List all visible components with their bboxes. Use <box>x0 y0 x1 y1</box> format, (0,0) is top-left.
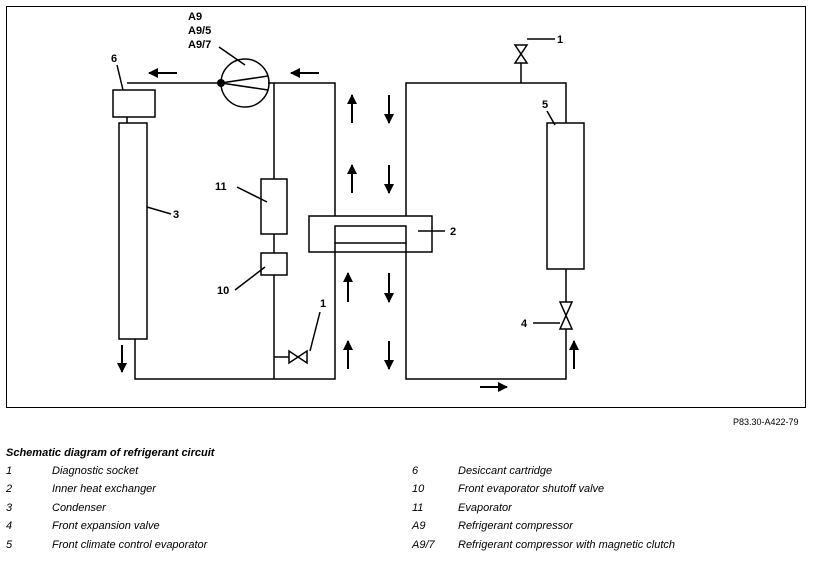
leader-11 <box>236 186 268 203</box>
legend-number: 2 <box>6 483 13 495</box>
label-11: 11 <box>215 181 227 193</box>
legend-text: Evaporator <box>458 502 512 514</box>
compressor-inner-lines <box>220 75 269 91</box>
legend-number: 11 <box>412 502 424 514</box>
label-10: 10 <box>217 285 229 297</box>
leader-10 <box>234 266 266 291</box>
leader-compressor <box>218 46 246 66</box>
reference-code: P83.30-A422-79 <box>733 417 799 427</box>
pipe-right-top <box>405 82 567 216</box>
legend-text: Front evaporator shutoff valve <box>458 483 605 495</box>
pipe-compressor-return <box>268 82 336 216</box>
legend-number: 5 <box>6 539 13 551</box>
evaporator <box>260 178 288 235</box>
pipe-right-bottom <box>405 243 567 380</box>
legend-text: Refrigerant compressor <box>458 520 573 532</box>
inner-heat-exchanger-outer <box>308 215 433 253</box>
legend-text: Inner heat exchanger <box>52 483 156 495</box>
refrigerant-circuit-diagram: A9 A9/5 A9/7 6 3 11 10 1 2 1 5 4 <box>6 6 806 408</box>
legend-number: A9/7 <box>412 539 435 551</box>
label-1-left: 1 <box>320 298 326 310</box>
label-6: 6 <box>111 53 117 65</box>
inner-heat-exchanger-inner <box>334 225 407 244</box>
legend-number: 6 <box>412 465 419 477</box>
legend-number: 3 <box>6 502 13 514</box>
diagram-caption: Schematic diagram of refrigerant circuit <box>6 447 215 459</box>
label-compressor-a97: A9/7 <box>188 39 211 51</box>
front-climate-control-evaporator <box>546 122 585 270</box>
compressor-icon <box>220 58 270 108</box>
legend-number: 4 <box>6 520 13 532</box>
label-3: 3 <box>173 209 179 221</box>
legend-text: Refrigerant compressor with magnetic clu… <box>458 539 676 551</box>
pipe-left-bottom <box>134 243 336 380</box>
leader-6 <box>116 64 124 91</box>
condenser <box>118 122 148 340</box>
legend-text: Front climate control evaporator <box>52 539 208 551</box>
label-1-right: 1 <box>557 34 563 46</box>
compressor-outlet-dot <box>217 79 225 87</box>
label-compressor-a9: A9 <box>188 11 202 23</box>
diagram-canvas: A9 A9/5 A9/7 6 3 11 10 1 2 1 5 4 <box>111 11 585 392</box>
legend-text: Diagnostic socket <box>52 465 139 477</box>
legend-number: 10 <box>412 483 425 495</box>
label-4: 4 <box>521 318 528 330</box>
diagnostic-socket-left-icon <box>288 349 308 365</box>
label-compressor-a95: A9/5 <box>188 25 211 37</box>
legend-number: A9 <box>412 520 426 532</box>
leader-5 <box>546 110 556 126</box>
leader-1-left <box>309 311 321 352</box>
label-5: 5 <box>542 99 548 111</box>
front-expansion-valve-icon <box>558 301 574 330</box>
front-evaporator-shutoff-valve <box>260 252 288 276</box>
legend-text: Front expansion valve <box>52 520 160 532</box>
desiccant-cartridge <box>112 89 156 118</box>
legend-text: Condenser <box>52 502 106 514</box>
legend-number: 1 <box>6 465 13 477</box>
leader-3 <box>146 206 172 215</box>
diagnostic-socket-right-icon <box>513 44 529 64</box>
label-2: 2 <box>450 226 456 238</box>
legend-text: Desiccant cartridge <box>458 465 553 477</box>
